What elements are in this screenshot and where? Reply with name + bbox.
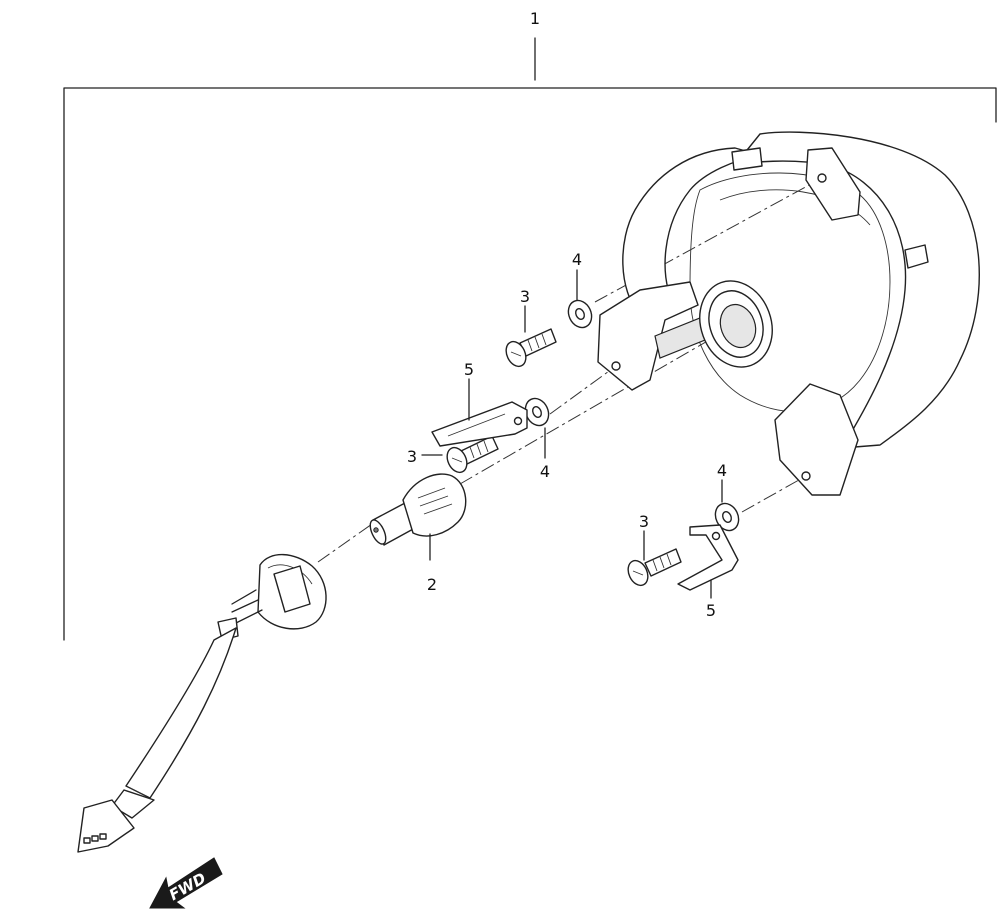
callout-leaders bbox=[421, 269, 723, 599]
callout-washer-upper: 4 bbox=[572, 250, 582, 269]
callout-washer-middle: 4 bbox=[540, 462, 550, 481]
screw-middle bbox=[446, 435, 499, 474]
callout-bulb: 2 bbox=[427, 575, 437, 594]
callout-washer-right: 4 bbox=[717, 461, 727, 480]
tail-light-housing bbox=[597, 131, 980, 496]
alignment-lines bbox=[317, 177, 823, 563]
screw-right bbox=[627, 548, 682, 587]
callout-screw-middle: 3 bbox=[407, 447, 417, 466]
assembly-bracket bbox=[63, 37, 997, 641]
washer-right bbox=[714, 502, 740, 532]
bracket-upper bbox=[431, 401, 528, 447]
socket-harness bbox=[77, 553, 327, 853]
callout-bracket-upper: 5 bbox=[464, 360, 474, 379]
washer-middle bbox=[524, 397, 550, 427]
callout-screw-right: 3 bbox=[639, 512, 649, 531]
bulb bbox=[369, 473, 467, 561]
callout-screw-upper: 3 bbox=[520, 287, 530, 306]
callout-bracket-right: 5 bbox=[706, 601, 716, 620]
fwd-label: FWD bbox=[166, 869, 209, 904]
forward-arrow-icon: FWD bbox=[149, 857, 223, 909]
screw-upper bbox=[505, 328, 557, 368]
washer-upper bbox=[567, 299, 593, 329]
callout-assembly: 1 bbox=[530, 9, 540, 28]
bracket-right bbox=[677, 524, 739, 591]
